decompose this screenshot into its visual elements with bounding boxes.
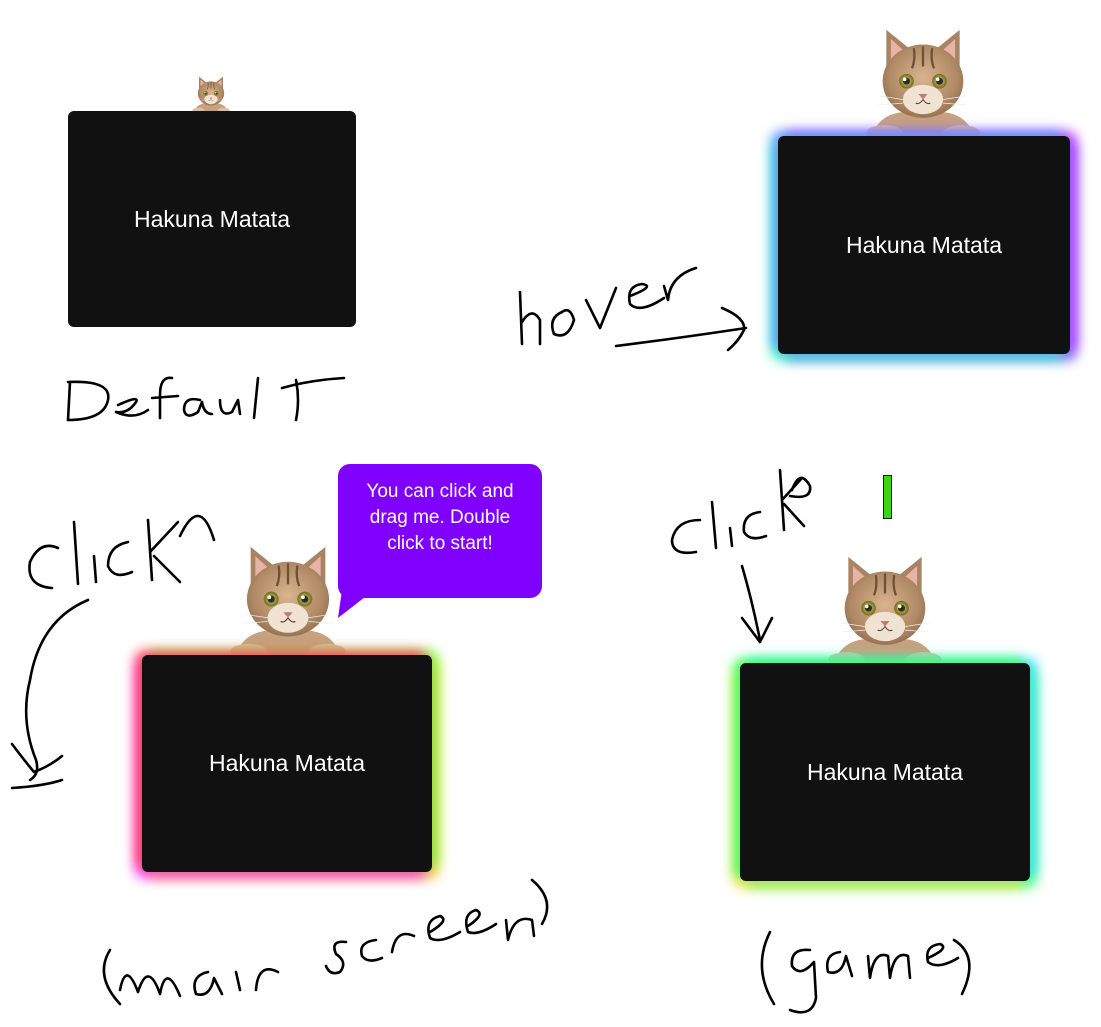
- card-game[interactable]: Hakuna Matata: [740, 663, 1030, 881]
- label-default-handwriting: [66, 376, 346, 422]
- label-main-screen-handwriting: [102, 878, 549, 1006]
- speech-bubble-text: You can click and drag me. Double click …: [366, 481, 514, 554]
- game-bar: [883, 475, 892, 519]
- label-click-game-handwriting: [670, 468, 812, 644]
- label-click-main-handwriting: [10, 514, 216, 790]
- card-hover-text: Hakuna Matata: [846, 231, 1002, 258]
- card-default-text: Hakuna Matata: [134, 205, 290, 232]
- card-hover[interactable]: Hakuna Matata: [778, 136, 1070, 354]
- card-game-text: Hakuna Matata: [807, 758, 963, 785]
- card-main-text: Hakuna Matata: [209, 750, 365, 776]
- speech-bubble-tail: [338, 590, 374, 618]
- speech-bubble: You can click and drag me. Double click …: [338, 464, 542, 598]
- card-main[interactable]: Hakuna Matata: [142, 655, 432, 872]
- label-hover-handwriting: [518, 266, 748, 352]
- card-default[interactable]: Hakuna Matata: [68, 111, 356, 327]
- label-game-handwriting: [760, 930, 971, 1014]
